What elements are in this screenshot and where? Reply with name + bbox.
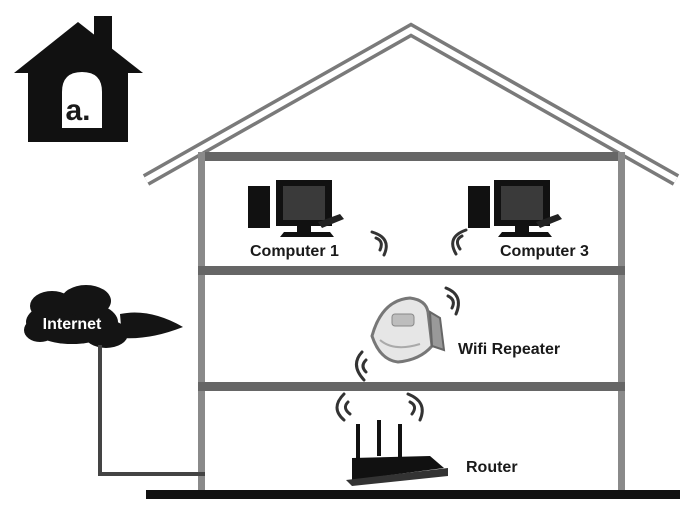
computer-3-icon — [468, 180, 562, 237]
router-label: Router — [466, 459, 518, 476]
repeater-wifi-top-icon — [444, 286, 460, 316]
computer-1-wifi-icon — [370, 230, 388, 257]
ground-line — [146, 490, 680, 499]
wifi-repeater-label: Wifi Repeater — [458, 341, 560, 358]
house-badge-icon: a. — [14, 16, 143, 142]
internet-cable — [98, 345, 205, 476]
floor-divider-lower — [198, 382, 625, 391]
internet-label: Internet — [43, 316, 102, 333]
badge-label: a. — [65, 94, 90, 127]
computer-3-label: Computer 3 — [500, 243, 589, 260]
router-wifi-right-icon — [406, 392, 424, 422]
wifi-repeater-icon — [370, 296, 446, 364]
computer-1-label: Computer 1 — [250, 243, 339, 260]
router-wifi-left-icon — [335, 392, 352, 422]
computer-3-wifi-icon — [451, 228, 468, 256]
computer-1-icon — [248, 180, 344, 237]
router-icon — [346, 420, 448, 486]
house-roof — [142, 22, 680, 186]
repeater-wifi-bottom-icon — [355, 350, 368, 382]
floor-divider-upper — [198, 266, 625, 275]
internet-cloud-icon — [24, 285, 183, 348]
